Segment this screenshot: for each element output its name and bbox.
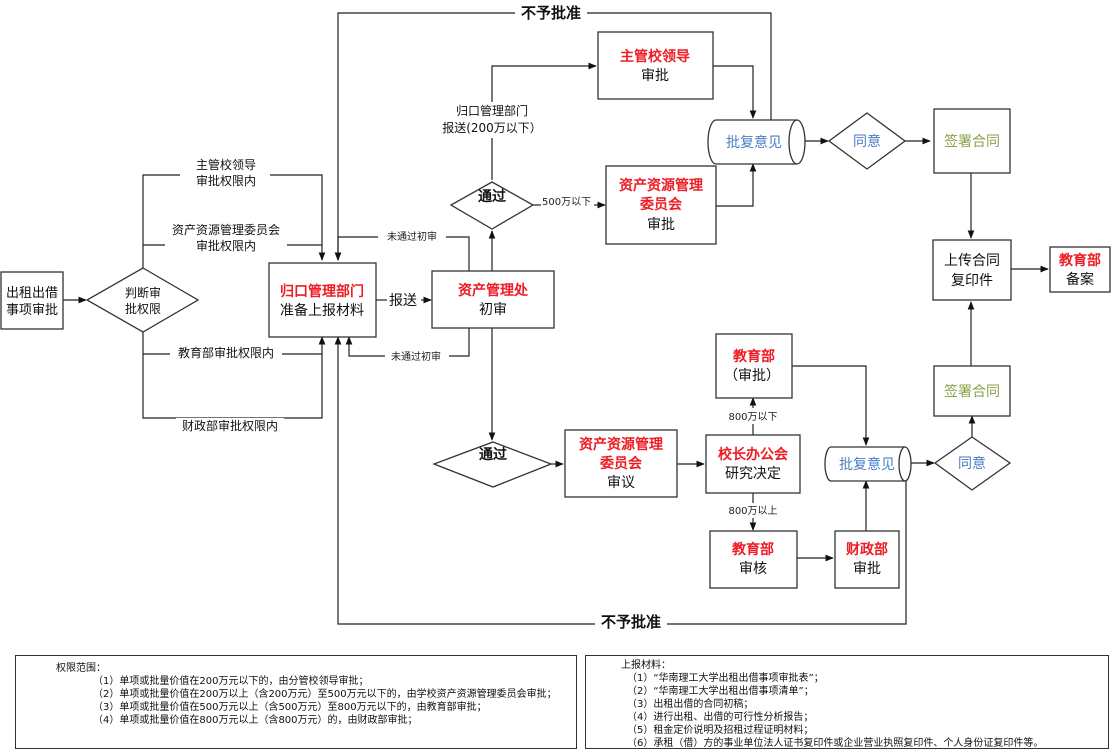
label-reject-top: 不予批准 <box>521 4 581 22</box>
node-pass-bottom[interactable]: 通过 <box>432 441 553 488</box>
label-moe-scope: 教育部审批权限内 <box>178 345 274 360</box>
authority-item: （1）单项或批量价值在200万元以下的，由分管校领导审批； <box>93 676 369 687</box>
materials-item: （3）出租出借的合同初稿； <box>627 699 754 710</box>
authority-note: 权限范围： （1）单项或批量价值在200万元以下的，由分管校领导审批； （2）单… <box>15 655 577 749</box>
node-committee-review-sub: 审议 <box>607 475 635 491</box>
node-president-meeting-title: 校长办公会 <box>718 446 789 463</box>
node-upload-copy-line1: 上传合同 <box>944 253 1000 269</box>
node-dept-prepare[interactable]: 归口管理部门 准备上报材料 <box>268 262 377 338</box>
label-fail-bottom: 未通过初审 <box>391 350 441 363</box>
node-agree-bottom-label: 同意 <box>958 455 986 472</box>
node-reply-top-label: 批复意见 <box>726 134 782 151</box>
label-over-800: 800万以上 <box>728 505 777 517</box>
node-moe-approve-title: 教育部 <box>733 348 775 365</box>
authority-title: 权限范围： <box>56 663 106 674</box>
materials-item: （2）“华南理工大学出租出借事项清单”； <box>627 686 814 697</box>
node-committee-review-title2: 委员会 <box>599 455 643 472</box>
materials-item: （6）承租（借）方的事业单位法人证书复印件或企业营业执照复印件、个人身份证复印件… <box>627 738 1044 749</box>
node-dept-prepare-title: 归口管理部门 <box>280 283 364 300</box>
node-moe-record[interactable]: 教育部 备案 <box>1049 246 1111 293</box>
edge-pass-leader <box>491 62 597 180</box>
node-start[interactable]: 出租出借 事项审批 <box>0 271 64 330</box>
label-under-500: 500万以下 <box>542 197 591 208</box>
node-mof-approve[interactable]: 财政部 审批 <box>834 530 900 589</box>
node-dept-prepare-sub: 准备上报材料 <box>280 302 364 319</box>
node-leader-approve-title: 主管校领导 <box>620 48 690 65</box>
edge-moe-reply <box>792 365 870 446</box>
node-start-line2: 事项审批 <box>6 303 58 318</box>
node-president-meeting-sub: 研究决定 <box>725 466 781 482</box>
flowchart: 主管校领导 审批权限内 资产资源管理委员会 审批权限内 教育部审批权限内 财政部… <box>0 3 1111 632</box>
node-judge[interactable]: 判断审 批权限 <box>85 267 200 333</box>
node-committee-approve[interactable]: 资产资源管理 委员会 审批 <box>605 165 717 245</box>
node-mof-approve-title: 财政部 <box>845 541 888 558</box>
node-mof-approve-sub: 审批 <box>853 561 881 577</box>
node-judge-line1: 判断审 <box>125 285 161 300</box>
authority-item: （2）单项或批量价值在200万以上（含200万元）至500万元以下的，由学校资产… <box>93 689 557 700</box>
node-sign-top[interactable]: 签署合同 <box>933 108 1011 174</box>
node-agree-top[interactable]: 同意 <box>827 112 907 170</box>
node-committee-review-title1: 资产资源管理 <box>579 436 663 453</box>
node-agree-bottom[interactable]: 同意 <box>933 436 1012 491</box>
node-asset-office-sub: 初审 <box>479 301 507 318</box>
label-reject-bottom: 不予批准 <box>601 613 661 631</box>
node-moe-check-title: 教育部 <box>732 541 774 558</box>
authority-item: （4）单项或批量价值在800万元以上（含800万元）的，由财政部审批； <box>93 715 418 726</box>
node-reply-top[interactable]: 批复意见 <box>707 119 806 165</box>
node-pass-top-label: 通过 <box>478 188 506 205</box>
materials-item: （5）租金定价说明及招租过程证明材料； <box>627 725 814 736</box>
node-sign-top-label: 签署合同 <box>944 133 1000 150</box>
node-agree-top-label: 同意 <box>853 133 881 150</box>
node-pass-bottom-label: 通过 <box>479 446 507 463</box>
materials-title: 上报材料： <box>621 660 671 671</box>
label-under-800: 800万以下 <box>728 412 777 423</box>
edge-labels: 主管校领导 审批权限内 资产资源管理委员会 审批权限内 教育部审批权限内 财政部… <box>170 3 778 632</box>
materials-note: 上报材料： （1）“华南理工大学出租出借事项审批表”； （2）“华南理工大学出租… <box>585 655 1109 749</box>
node-moe-record-sub: 备案 <box>1066 271 1094 288</box>
node-sign-bottom[interactable]: 签署合同 <box>933 365 1011 417</box>
node-asset-office-title: 资产管理处 <box>458 282 529 299</box>
node-reply-bottom-label: 批复意见 <box>839 456 895 473</box>
node-committee-approve-title2: 委员会 <box>639 196 683 213</box>
node-reply-bottom[interactable]: 批复意见 <box>824 446 912 482</box>
label-fail-top: 未通过初审 <box>387 230 437 243</box>
node-leader-approve-sub: 审批 <box>641 68 669 84</box>
node-committee-approve-title1: 资产资源管理 <box>619 177 703 194</box>
label-leader-scope-1: 主管校领导 <box>196 157 256 172</box>
label-committee-scope-1: 资产资源管理委员会 <box>172 222 280 237</box>
node-moe-check-sub: 审核 <box>739 561 767 577</box>
label-mof-scope: 财政部审批权限内 <box>182 418 278 433</box>
node-pass-top[interactable]: 通过 <box>449 181 535 230</box>
label-leader-scope-2: 审批权限内 <box>196 173 256 188</box>
node-committee-review[interactable]: 资产资源管理 委员会 审议 <box>564 429 678 498</box>
edge-committee-reply <box>716 163 757 207</box>
label-dept-report-1: 归口管理部门 <box>456 103 528 118</box>
edge-moe-scope <box>142 332 326 419</box>
node-start-line1: 出租出借 <box>6 286 58 301</box>
node-moe-approve-sub: （审批） <box>724 368 780 384</box>
authority-item: （3）单项或批量价值在500万元以上（含500万元）至800万元以下的，由教育部… <box>93 702 487 713</box>
node-committee-approve-sub: 审批 <box>647 217 675 233</box>
node-upload-copy-line2: 复印件 <box>951 272 993 289</box>
node-president-meeting[interactable]: 校长办公会 研究决定 <box>705 434 801 494</box>
node-leader-approve[interactable]: 主管校领导 审批 <box>597 31 714 100</box>
label-report: 报送 <box>389 293 417 309</box>
label-committee-scope-2: 审批权限内 <box>196 238 256 253</box>
materials-item: （4）进行出租、出借的可行性分析报告； <box>627 712 814 723</box>
node-judge-line2: 批权限 <box>125 301 161 316</box>
node-upload-copy[interactable]: 上传合同 复印件 <box>932 239 1012 301</box>
node-moe-approve[interactable]: 教育部 （审批） <box>715 333 793 399</box>
edge-leader-reply <box>713 65 757 119</box>
label-dept-report-2: 报送(200万以下） <box>442 120 542 135</box>
node-asset-office[interactable]: 资产管理处 初审 <box>431 270 555 329</box>
materials-item: （1）“华南理工大学出租出借事项审批表”； <box>627 673 824 684</box>
node-moe-record-title: 教育部 <box>1059 252 1101 269</box>
edge-leader-scope <box>142 174 326 268</box>
node-moe-check[interactable]: 教育部 审核 <box>709 530 798 589</box>
node-sign-bottom-label: 签署合同 <box>944 383 1000 400</box>
